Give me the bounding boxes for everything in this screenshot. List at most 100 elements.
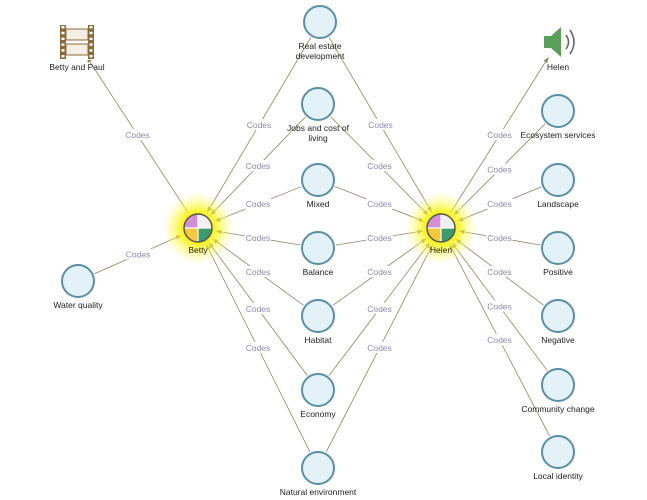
node-circle[interactable] (541, 231, 575, 265)
edge-label: Codes (247, 120, 272, 130)
node-circle[interactable] (541, 368, 575, 402)
quadrant (427, 228, 441, 242)
source-label: Betty and Paul (49, 62, 104, 72)
edge-jobs-helen: Codes (330, 116, 429, 216)
edge-label-bg (366, 266, 393, 277)
quadrant (184, 214, 198, 228)
film-hole (61, 49, 65, 52)
node-label: Ecosystem services (520, 130, 595, 140)
node-mixed[interactable]: Mixed (301, 163, 335, 209)
edge-label-bg (124, 129, 151, 140)
node-circle[interactable] (301, 451, 335, 485)
edge-real_estate-helen: Codes (328, 37, 433, 213)
edge-label: Codes (487, 233, 512, 243)
node-local_identity[interactable]: Local identity (533, 435, 584, 481)
node-habitat[interactable]: Habitat (301, 299, 335, 345)
node-balance[interactable]: Balance (301, 231, 335, 277)
quadrant (184, 228, 198, 242)
case-node-betty[interactable]: Betty (162, 192, 234, 264)
film-rail (60, 25, 66, 59)
film-hole (89, 26, 93, 29)
sound-wave (565, 34, 570, 50)
edge-label-bg (366, 232, 393, 243)
film-hole (89, 37, 93, 40)
edge-ecosystem-helen: Codes (453, 123, 546, 216)
edge-label-bg (367, 119, 394, 130)
node-ecosystem[interactable]: Ecosystem services (520, 94, 596, 140)
edge-local_identity-helen: Codes (448, 243, 551, 437)
film-hole (89, 55, 93, 58)
case-ring (183, 213, 213, 243)
node-circle[interactable] (303, 5, 337, 39)
edge-label-bg (366, 342, 393, 353)
node-label: development (296, 51, 345, 61)
edge-label-bg (245, 266, 271, 277)
film-frame (65, 43, 89, 56)
edge-economy-helen: Codes (328, 242, 431, 376)
edge-habitat-helen: Codes (332, 238, 427, 306)
case-node-helen[interactable]: Helen (405, 192, 477, 264)
edge-label: Codes (246, 233, 271, 243)
film-hole (89, 43, 93, 46)
node-label: Economy (300, 409, 336, 419)
edge-helen-helen_audio: Codes (450, 57, 549, 213)
edge-natural_env-helen: Codes (325, 243, 434, 453)
edge-label-bg (125, 248, 151, 260)
case-ring (426, 213, 456, 243)
node-circle[interactable] (61, 264, 95, 298)
edge-betty-betty_paul: Codes (86, 56, 189, 214)
node-label: Real estate (299, 41, 342, 51)
node-circle[interactable] (301, 231, 335, 265)
node-circle[interactable] (541, 94, 575, 128)
node-circle[interactable] (301, 87, 335, 121)
source-node-betty_paul[interactable]: Betty and Paul (49, 24, 105, 72)
node-label: Natural environment (280, 487, 357, 497)
film-hole (61, 26, 65, 29)
quadrant (198, 214, 212, 228)
edge-label: Codes (367, 343, 392, 353)
edge-label: Codes (368, 120, 393, 130)
node-water_quality[interactable]: Water quality (53, 264, 103, 310)
node-circle[interactable] (301, 299, 335, 333)
node-negative[interactable]: Negative (541, 299, 575, 345)
node-circle[interactable] (301, 373, 335, 407)
edge-label-bg (245, 160, 271, 171)
edge-label-bg (245, 198, 271, 209)
edge-label-bg (486, 300, 513, 312)
source-node-helen_audio[interactable]: Helen (544, 27, 575, 72)
edge-label: Codes (487, 335, 512, 345)
speaker-icon (544, 27, 575, 57)
quadrant (198, 228, 212, 242)
speaker-cone (551, 27, 561, 57)
node-label: Local identity (533, 471, 583, 481)
node-natural_env[interactable]: Natural environment (280, 451, 357, 497)
node-label: Jobs and cost of (287, 123, 350, 133)
node-circle[interactable] (541, 163, 575, 197)
node-circle[interactable] (541, 299, 575, 333)
node-circle[interactable] (541, 435, 575, 469)
edge-habitat-betty: Codes (212, 238, 304, 306)
speaker-body (544, 36, 551, 48)
node-circle[interactable] (301, 163, 335, 197)
edge-label-bg (486, 129, 513, 140)
edge-label-bg (486, 232, 513, 243)
node-community[interactable]: Community change (521, 368, 595, 414)
case-label: Helen (430, 245, 452, 255)
node-label: Balance (303, 267, 334, 277)
edge-label: Codes (126, 250, 151, 260)
node-positive[interactable]: Positive (541, 231, 575, 277)
sound-wave (569, 29, 575, 55)
edge-label: Codes (125, 130, 150, 140)
edge-label: Codes (246, 304, 271, 314)
edge-label-bg (486, 266, 513, 277)
edge-label: Codes (367, 304, 392, 314)
edge-label: Codes (487, 302, 512, 312)
edge-negative-helen: Codes (455, 238, 544, 306)
node-landscape[interactable]: Landscape (537, 163, 579, 209)
case-quadrant-icon (426, 213, 456, 243)
node-economy[interactable]: Economy (300, 373, 336, 419)
edge-label: Codes (246, 161, 271, 171)
